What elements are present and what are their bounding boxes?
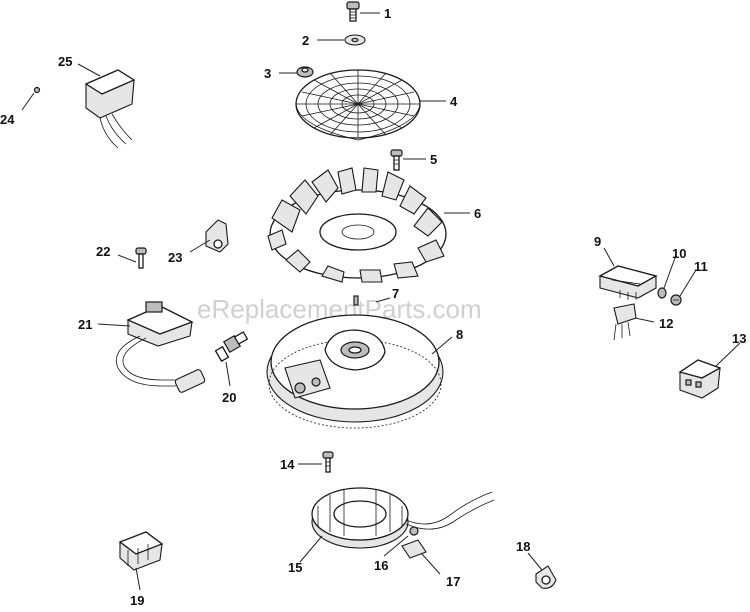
callout-25: 25: [58, 54, 72, 69]
callout-2: 2: [302, 33, 309, 48]
callout-6: 6: [474, 206, 481, 221]
callout-7: 7: [392, 286, 399, 301]
part-15-stator[interactable]: [311, 487, 495, 549]
callout-15: 15: [288, 560, 302, 575]
callout-4: 4: [450, 94, 458, 109]
callout-1: 1: [384, 6, 391, 21]
part-10-washer[interactable]: [657, 287, 667, 299]
part-19-connector[interactable]: [118, 531, 164, 571]
part-8-flywheel[interactable]: [266, 314, 444, 429]
part-14-bolt[interactable]: [322, 451, 334, 473]
callout-23: 23: [168, 250, 182, 265]
callout-3: 3: [264, 66, 271, 81]
callout-16: 16: [374, 558, 388, 573]
part-7-key[interactable]: [353, 295, 359, 306]
part-9-regulator[interactable]: [598, 265, 658, 300]
callout-20: 20: [222, 390, 236, 405]
part-1-screw[interactable]: [346, 1, 360, 22]
part-2-washer[interactable]: [344, 34, 366, 46]
part-6-fan[interactable]: [267, 167, 447, 283]
part-5-screw[interactable]: [390, 149, 403, 171]
part-23-bracket[interactable]: [205, 219, 229, 253]
callout-10: 10: [672, 246, 686, 261]
part-21-ignition-module[interactable]: [115, 301, 206, 393]
callout-22: 22: [96, 244, 110, 259]
callout-11: 11: [694, 259, 708, 274]
callout-14: 14: [280, 457, 295, 472]
callout-18: 18: [516, 539, 530, 554]
callout-19: 19: [130, 593, 144, 608]
callout-13: 13: [732, 331, 746, 346]
callout-5: 5: [430, 152, 437, 167]
part-4-grass-screen[interactable]: [295, 69, 421, 141]
part-13-plug[interactable]: [678, 359, 722, 399]
part-20-spark-plug[interactable]: [214, 331, 249, 363]
callout-8: 8: [456, 327, 463, 342]
part-25-rectifier[interactable]: [84, 69, 136, 149]
callout-9: 9: [594, 234, 601, 249]
part-17-clip[interactable]: [401, 539, 427, 559]
callout-17: 17: [446, 574, 460, 589]
callout-24: 24: [0, 112, 15, 127]
part-24-screw[interactable]: [33, 86, 41, 94]
part-22-bolt[interactable]: [135, 247, 147, 269]
callout-12: 12: [659, 316, 673, 331]
leader-lines: [21, 12, 741, 591]
part-18-clamp[interactable]: [535, 565, 557, 589]
callout-21: 21: [78, 317, 92, 332]
part-16-screw[interactable]: [409, 526, 419, 536]
part-12-connector[interactable]: [613, 303, 637, 341]
part-11-screw[interactable]: [670, 294, 682, 306]
part-3-nut[interactable]: [296, 66, 314, 78]
